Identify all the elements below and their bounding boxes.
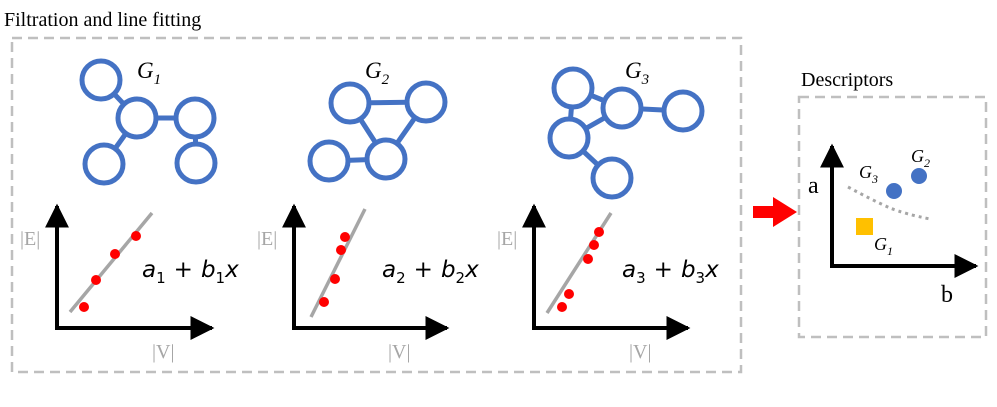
filtration-panel: Filtration and line fitting G1 — [4, 9, 743, 374]
graph-label-sub: 1 — [154, 72, 162, 88]
plot-y-label: |E| — [257, 228, 277, 250]
point-label-sub: 1 — [887, 244, 893, 258]
fit-equation: a2+b2x — [382, 257, 479, 287]
eq-x: x — [704, 257, 719, 283]
data-point — [131, 231, 141, 241]
eq-a-sub: 3 — [636, 269, 646, 287]
graph-label-base: G — [365, 58, 382, 83]
eq-b: b — [681, 257, 696, 283]
data-point — [330, 274, 340, 284]
graph-node — [115, 96, 159, 140]
graph-node — [551, 66, 595, 110]
data-point — [557, 302, 567, 312]
fit-plot-1: |E| |V| a1+b1x — [20, 203, 239, 363]
eq-b: b — [441, 257, 456, 283]
data-point — [340, 232, 350, 242]
point-label-g2: G2 — [911, 146, 930, 170]
graph-label-base: G — [137, 58, 154, 83]
filtration-panel-border — [10, 36, 743, 374]
plot-x-label: |V| — [152, 341, 174, 363]
point-g3-circle — [886, 183, 902, 199]
graph-label-sub: 2 — [382, 72, 390, 88]
data-point — [583, 254, 593, 264]
graph-node — [173, 96, 217, 140]
fit-line — [68, 211, 154, 314]
point-label-g1: G1 — [874, 234, 893, 258]
graph-node — [404, 80, 448, 124]
plot-x-label: |V| — [388, 341, 410, 363]
descriptor-y-label: a — [808, 173, 819, 199]
descriptor-x-label: b — [941, 282, 953, 308]
graph-label-base: G — [625, 58, 642, 83]
flow-arrow-shaft — [753, 206, 775, 218]
data-point — [110, 249, 120, 259]
eq-b: b — [201, 257, 216, 283]
graph-node — [174, 141, 218, 185]
point-label-sub: 2 — [924, 156, 930, 170]
plot-y-label: |E| — [20, 228, 40, 250]
data-point — [91, 275, 101, 285]
eq-x: x — [224, 257, 239, 283]
eq-a: a — [142, 257, 156, 283]
graph-node — [364, 137, 408, 181]
graph-label-g1: G1 — [137, 58, 161, 88]
graph-label-sub: 3 — [641, 72, 650, 88]
graph-node — [79, 58, 123, 102]
graph-node — [547, 116, 591, 160]
flow-arrow — [753, 197, 797, 227]
point-label-base: G — [911, 146, 924, 166]
filtration-panel-title: Filtration and line fitting — [4, 9, 201, 31]
eq-b-sub: 3 — [696, 269, 706, 287]
plot-y-label: |E| — [497, 228, 517, 250]
descriptors-panel-title: Descriptors — [801, 69, 893, 91]
eq-b-sub: 1 — [216, 269, 226, 287]
fit-line — [309, 208, 367, 318]
fit-equation: a3+b3x — [622, 257, 719, 287]
fit-plot-2: |E| |V| a2+b2x — [257, 203, 479, 363]
fit-equation: a1+b1x — [142, 257, 239, 287]
eq-plus: + — [654, 257, 673, 283]
graph-node — [82, 142, 126, 186]
data-point — [79, 302, 89, 312]
descriptors-panel-border — [797, 95, 988, 339]
eq-a-sub: 1 — [156, 269, 166, 287]
graph-node — [328, 81, 372, 125]
graph-label-g3: G3 — [625, 58, 649, 88]
data-point — [564, 289, 574, 299]
graph-g3 — [547, 66, 705, 200]
point-label-base: G — [874, 234, 887, 254]
eq-x: x — [464, 257, 479, 283]
point-g1-square — [856, 218, 873, 235]
separation-curve — [847, 185, 931, 221]
graph-g2 — [307, 80, 448, 183]
graph-node — [600, 86, 644, 130]
eq-plus: + — [414, 257, 433, 283]
graph-node — [307, 139, 351, 183]
plot-x-label: |V| — [629, 341, 651, 363]
descriptors-panel: Descriptors a b G1 G2 G3 — [797, 69, 988, 339]
point-label-g3: G3 — [859, 162, 878, 186]
eq-plus: + — [174, 257, 193, 283]
graph-node — [590, 156, 634, 200]
graph-g1 — [79, 58, 218, 186]
data-point — [594, 227, 604, 237]
eq-a: a — [382, 257, 396, 283]
point-label-base: G — [859, 162, 872, 182]
data-point — [319, 297, 329, 307]
fit-plot-3: |E| |V| a3+b3x — [497, 203, 719, 363]
graph-label-g2: G2 — [365, 58, 390, 88]
eq-b-sub: 2 — [456, 269, 466, 287]
eq-a-sub: 2 — [396, 269, 406, 287]
flow-arrow-head — [773, 197, 797, 227]
eq-a: a — [622, 257, 636, 283]
point-label-sub: 3 — [871, 172, 878, 186]
data-point — [589, 240, 599, 250]
point-g2-circle — [911, 168, 927, 184]
data-point — [336, 245, 346, 255]
graph-node — [661, 89, 705, 133]
